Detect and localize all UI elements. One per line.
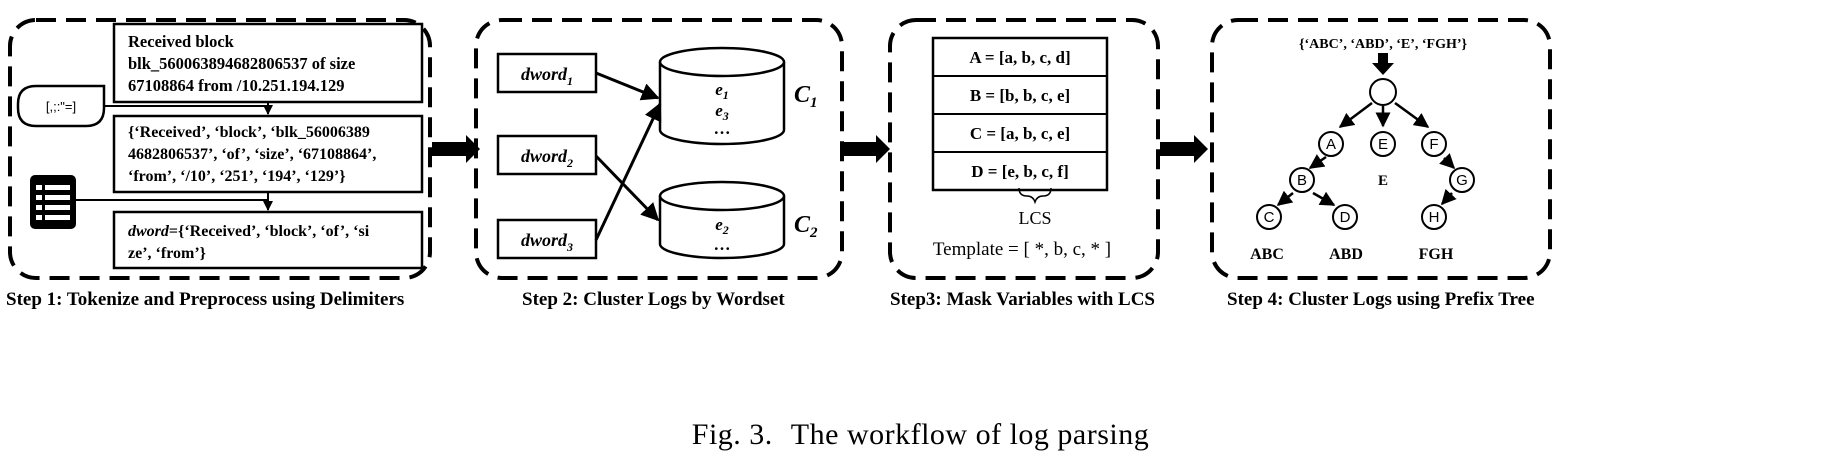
lcs-row-c: C = [a, b, c, e] xyxy=(970,124,1070,143)
leaf-label-fgh: FGH xyxy=(1419,246,1454,263)
edge-dword2-c2 xyxy=(594,154,660,222)
tree-node-c xyxy=(1256,204,1282,230)
dword-2-label: dword2 xyxy=(521,146,573,170)
raw-log-line-2: blk_560063894682806537 of size xyxy=(128,54,355,73)
delimiters-bubble xyxy=(16,84,106,128)
dword-1-box xyxy=(496,52,598,94)
lcs-row-a: A = [a, b, c, d] xyxy=(969,48,1070,67)
cluster-c1-ellipsis: … xyxy=(714,119,731,138)
step3-dashed-border xyxy=(888,18,1160,280)
leaf-label-e: E xyxy=(1378,173,1388,189)
dword-1-name: dword xyxy=(521,64,568,84)
dword-3-box xyxy=(496,218,598,260)
lcs-label: LCS xyxy=(1018,208,1051,228)
arrow-step2-to-step3 xyxy=(844,135,890,163)
template-text: Template = [ *, b, c, * ] xyxy=(933,239,1111,260)
tree-node-g-label: G xyxy=(1456,172,1468,189)
dword-name: dword xyxy=(128,223,170,240)
step4-title: Step 4: Cluster Logs using Prefix Tree xyxy=(1227,289,1535,310)
tree-node-f xyxy=(1421,131,1447,157)
cluster-c1-label: C1 xyxy=(794,82,818,111)
raw-log-line-3: 67108864 from /10.251.194.129 xyxy=(128,76,344,95)
tree-node-e-label: E xyxy=(1378,136,1388,153)
tree-root-node xyxy=(1369,78,1397,106)
cluster-c1-cylinder xyxy=(658,46,786,146)
dword-2-box xyxy=(496,134,598,176)
figure-caption-text: The workflow of log parsing xyxy=(790,418,1150,451)
dword-1-sub: 1 xyxy=(567,74,573,88)
cluster-c2-event-1: e2 xyxy=(715,215,729,237)
cluster-c1-event-2: e3 xyxy=(715,101,729,123)
step3-title: Step3: Mask Variables with LCS xyxy=(890,289,1155,310)
tokens-line-1: {‘Received’, ‘block’, ‘blk_56006389 xyxy=(128,124,370,141)
tree-node-a-label: A xyxy=(1326,136,1336,153)
step1-dashed-border xyxy=(8,18,432,280)
arrow-step1-to-step2 xyxy=(432,135,480,163)
step2-title: Step 2: Cluster Logs by Wordset xyxy=(522,289,785,310)
dword-3-name: dword xyxy=(521,230,568,250)
tree-node-h xyxy=(1421,204,1447,230)
dword-3-label: dword3 xyxy=(521,230,573,254)
tokens-box xyxy=(112,114,424,194)
raw-log-text: Received block blk_560063894682806537 of… xyxy=(128,32,359,95)
lcs-brace xyxy=(1018,187,1052,205)
tokens-line-3: ‘from’, ‘/10’, ‘251’, ‘194’, ‘129’} xyxy=(128,168,346,185)
lcs-row-b: B = [b, b, c, e] xyxy=(970,86,1070,105)
cluster-c2-label: C2 xyxy=(794,212,818,241)
step4-panel: {‘ABC’, ‘ABD’, ‘E’, ‘FGH’} A E F B xyxy=(1210,18,1552,310)
raw-log-line-1: Received block xyxy=(128,32,235,51)
tree-node-d xyxy=(1332,204,1358,230)
tree-node-a xyxy=(1318,131,1344,157)
tree-node-b xyxy=(1289,167,1315,193)
dword-1-label: dword1 xyxy=(521,64,573,88)
dword-line-1: ={‘Received’, ‘block’, ‘of’, ‘si xyxy=(169,223,370,240)
tokens-line-2: 4682806537’, ‘of’, ‘size’, ‘67108864’, xyxy=(128,146,376,163)
edge-dword3-c1 xyxy=(594,102,662,241)
edge-dword1-c1 xyxy=(595,71,660,101)
delimiters-text: [,;:"=] xyxy=(46,99,76,114)
tree-node-e xyxy=(1370,131,1396,157)
tree-node-b-label: B xyxy=(1297,172,1307,189)
document-list-icon xyxy=(30,175,76,229)
cluster-c2-ellipsis: … xyxy=(714,235,731,254)
leaf-label-abc: ABC xyxy=(1250,246,1284,263)
arrow-step3-to-step4 xyxy=(1160,135,1208,163)
dword-box xyxy=(112,210,424,270)
step2-panel: dword1 dword2 dword3 e1 e3 … C1 e2 … C2 … xyxy=(474,18,844,310)
cluster-c1-event-1: e1 xyxy=(715,80,729,102)
leaf-label-abd: ABD xyxy=(1329,246,1363,263)
tree-node-d-label: D xyxy=(1340,209,1351,226)
dword-2-name: dword xyxy=(521,146,568,166)
step4-dashed-border xyxy=(1210,18,1552,280)
prefix-tree-input-set: {‘ABC’, ‘ABD’, ‘E’, ‘FGH’} xyxy=(1299,37,1468,52)
raw-log-box xyxy=(112,22,424,104)
log-parsing-workflow-diagram: Received block blk_560063894682806537 of… xyxy=(6,18,1552,310)
tree-node-f-label: F xyxy=(1429,136,1438,153)
dword-2-sub: 2 xyxy=(566,156,573,170)
figure-caption-label: Fig. 3. xyxy=(691,418,773,451)
dword-line-2: ze’, ‘from’} xyxy=(128,245,206,262)
tokens-text: {‘Received’, ‘block’, ‘blk_56006389 4682… xyxy=(128,124,380,185)
prefix-tree-edges xyxy=(1276,101,1457,207)
tree-node-g xyxy=(1449,167,1475,193)
figure-caption: Fig. 3. The workflow of log parsing xyxy=(0,418,1841,452)
cluster-c2-cylinder xyxy=(658,180,786,260)
dword-3-sub: 3 xyxy=(566,240,573,254)
tree-node-h-label: H xyxy=(1429,209,1440,226)
lcs-row-d: D = [e, b, c, f] xyxy=(971,162,1069,181)
step1-title: Step 1: Tokenize and Preprocess using De… xyxy=(6,289,404,310)
tree-node-c-label: C xyxy=(1264,209,1275,226)
dword-text: dword={‘Received’, ‘block’, ‘of’, ‘si ze… xyxy=(128,223,373,262)
step1-panel: Received block blk_560063894682806537 of… xyxy=(6,18,432,310)
step2-dashed-border xyxy=(474,18,844,280)
step3-panel: A = [a, b, c, d] B = [b, b, c, e] C = [a… xyxy=(888,18,1160,310)
input-arrow xyxy=(1372,53,1394,75)
